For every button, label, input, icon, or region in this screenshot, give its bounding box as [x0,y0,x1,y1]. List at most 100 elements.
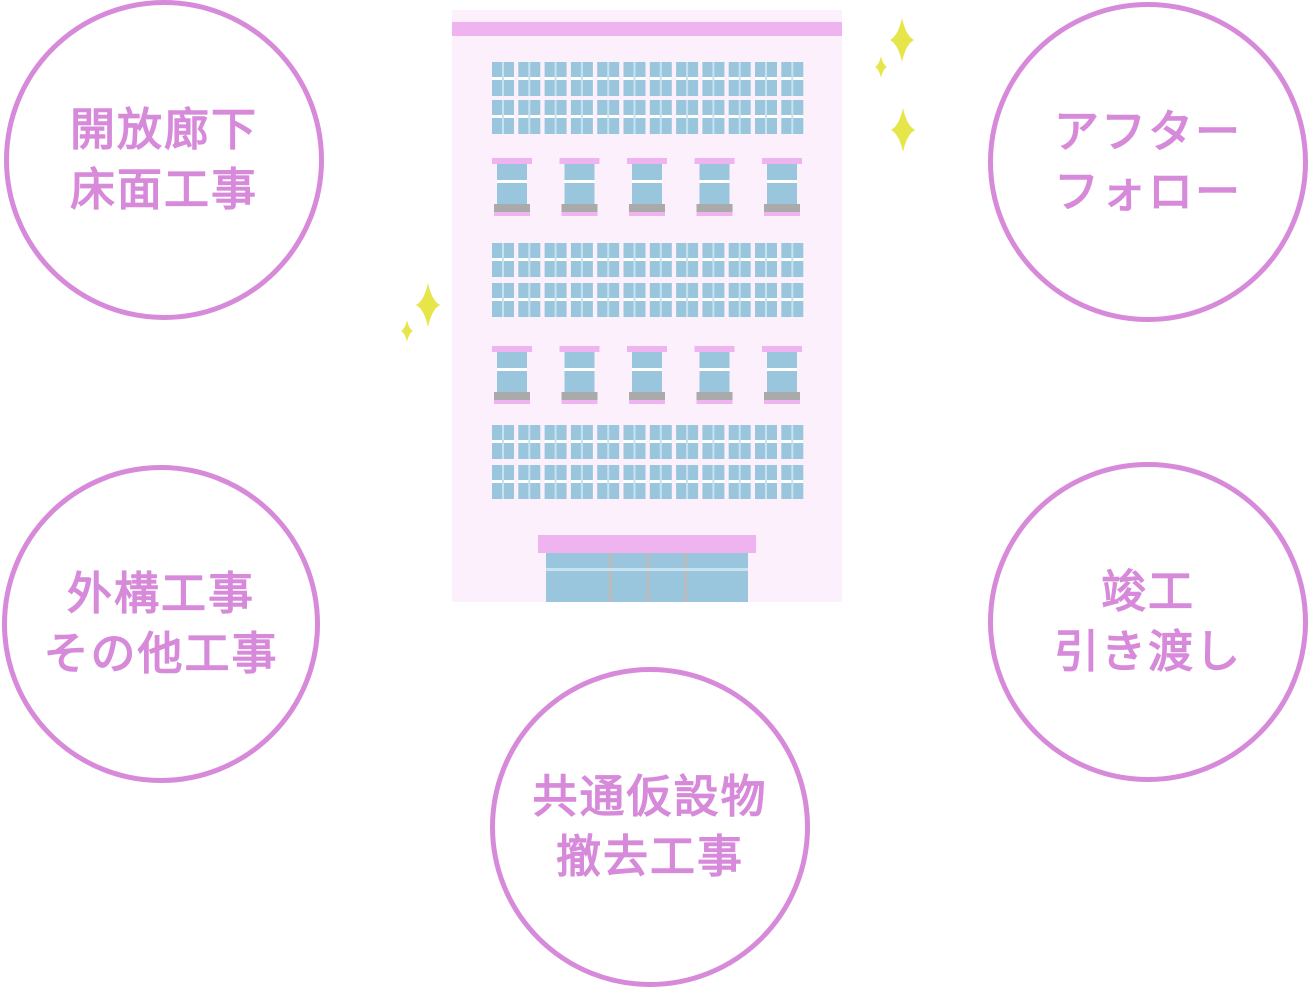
window-awning [559,158,600,164]
window-divider [528,283,531,317]
sparkle-icon [400,18,916,342]
building-icon [452,10,842,602]
window-divider [580,100,583,134]
entrance-frame [609,553,612,602]
window-ledge [561,400,598,404]
window-divider [607,100,610,134]
step-label-line: 共通仮設物 [532,770,768,823]
window-divider [554,100,557,134]
window-mullion [699,180,730,183]
step-label-line: フォロー [1053,165,1242,218]
step-label-line: 撤去工事 [555,830,744,883]
window-sill [629,204,665,212]
entrance-frame [684,553,687,602]
step-label-line: 竣工 [1100,565,1195,618]
window-awning [627,158,667,164]
window-divider [791,283,794,317]
window-divider [738,425,741,459]
window-divider [686,243,689,277]
window-mullion [632,180,662,183]
window-divider [791,425,794,459]
window-divider [502,283,504,317]
window-ledge [629,212,665,216]
window-divider [765,425,767,459]
step-open-corridor-floor: 開放廊下 床面工事 [4,0,324,320]
window-sill [696,392,733,400]
window-divider [765,243,767,277]
window-sill [696,204,733,212]
window-divider [528,465,531,499]
window-divider [502,100,504,134]
window-divider [765,283,767,317]
sparkle-icon [890,108,916,152]
sparkle-icon [874,56,888,78]
window-divider [554,465,557,499]
window-divider [580,243,583,277]
window-mullion [564,180,595,183]
step-completion-handover: 竣工 引き渡し [988,462,1308,782]
window-divider [554,283,557,317]
window-mullion [497,368,527,371]
window-divider [580,465,583,499]
sparkle-icon [415,283,441,327]
window-divider [738,100,741,134]
window-divider [765,465,767,499]
window-divider [607,62,610,96]
building-window [767,352,797,392]
window-divider [765,100,767,134]
window-divider [686,283,689,317]
window-divider [659,62,662,96]
window-ledge [696,400,733,404]
window-divider [502,465,504,499]
window-divider [554,62,557,96]
window-mullion [632,368,662,371]
window-divider [580,283,583,317]
window-divider [791,100,794,134]
window-divider [528,243,531,277]
window-divider [686,465,689,499]
window-awning [492,346,532,352]
window-divider [633,100,636,134]
window-sill [494,392,530,400]
window-divider [607,465,610,499]
window-ledge [764,212,800,216]
window-divider [686,425,689,459]
window-divider [528,100,531,134]
building-window [699,164,730,204]
window-ledge [764,400,800,404]
window-divider [791,243,794,277]
step-label-line: 床面工事 [69,163,258,216]
window-sill [764,392,800,400]
sparkle-icon [889,18,915,62]
window-mullion [767,180,797,183]
building-roof [452,22,842,36]
window-divider [659,425,662,459]
window-divider [659,243,662,277]
window-sill [629,392,665,400]
window-divider [712,243,715,277]
step-label-line: 外構工事 [66,567,255,620]
window-divider [607,425,610,459]
step-label-line: その他工事 [43,627,279,680]
step-temporary-removal: 共通仮設物 撤去工事 [490,667,810,987]
window-divider [738,465,741,499]
building-illustration [400,10,916,602]
building-window [632,352,662,392]
window-divider [580,62,583,96]
step-label-line: 開放廊下 [69,103,258,156]
window-divider [607,283,610,317]
window-divider [712,425,715,459]
sparkle-icon [400,320,414,342]
window-divider [659,465,662,499]
window-ledge [696,212,733,216]
window-ledge [629,400,665,404]
window-sill [561,392,598,400]
window-awning [694,346,735,352]
window-divider [659,283,662,317]
window-divider [738,243,741,277]
window-divider [791,465,794,499]
window-divider [554,243,557,277]
window-divider [712,283,715,317]
window-mullion [767,368,797,371]
window-sill [561,204,598,212]
